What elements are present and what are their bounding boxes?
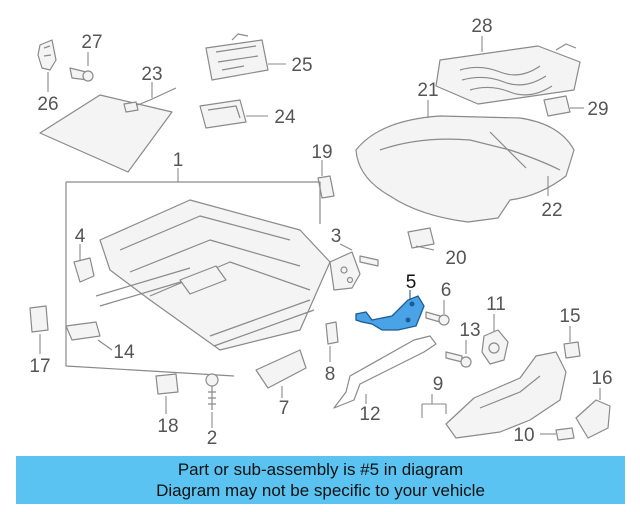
callout-1: 1 (173, 150, 184, 171)
part-21-cushion (355, 115, 575, 223)
callout-13: 13 (459, 320, 480, 341)
callout-15: 15 (559, 306, 580, 327)
info-banner: Part or sub-assembly is #5 in diagram Di… (16, 456, 625, 504)
part-2-bolt (205, 373, 219, 410)
part-15-clip (563, 341, 581, 359)
part-16-knob (575, 399, 611, 439)
callout-9: 9 (433, 374, 444, 395)
callout-16: 16 (591, 368, 612, 389)
callout-26: 26 (37, 94, 58, 115)
callout-29: 29 (587, 99, 608, 120)
callout-7: 7 (279, 398, 290, 419)
callout-23: 23 (141, 64, 162, 85)
part-27-bolt (69, 67, 94, 82)
callout-27: 27 (81, 32, 102, 53)
part-24-module (199, 99, 247, 129)
part-18-clip (155, 373, 179, 395)
part-6-bolt (425, 311, 450, 326)
part-26-bracket (37, 39, 57, 71)
callout-2: 2 (207, 428, 218, 449)
callout-22: 22 (541, 200, 562, 221)
callout-4: 4 (75, 226, 86, 247)
part-10-screw (555, 427, 575, 441)
part-28-heater-mat (435, 43, 581, 105)
part-17-clip (29, 305, 49, 333)
callout-5-highlighted: 5 (406, 272, 417, 293)
part-12-rod (333, 335, 437, 409)
part-8-clip (325, 321, 339, 345)
part-5-bracket (355, 295, 425, 331)
part-19-clip (317, 175, 335, 199)
part-11-disc (481, 329, 509, 365)
part-7-trim (255, 349, 307, 389)
part-23-pad (39, 87, 177, 173)
parts-diagram: 1 2 3 4 5 6 7 8 9 10 11 12 13 14 15 16 1… (29, 16, 613, 449)
callout-18: 18 (157, 416, 178, 437)
part-20-block (407, 227, 435, 249)
part-1-frame-group (65, 181, 331, 377)
part-4-bracket (73, 257, 95, 283)
callout-14: 14 (113, 342, 135, 363)
callout-11: 11 (486, 294, 506, 315)
part-13-bolt (445, 351, 472, 368)
callout-20: 20 (445, 248, 466, 269)
callout-28: 28 (471, 16, 492, 37)
part-29-connector (543, 95, 571, 117)
banner-line-disclaimer: Diagram may not be specific to your vehi… (156, 481, 485, 500)
callout-8: 8 (325, 364, 336, 385)
part-9-side-shield (445, 351, 567, 439)
callout-6: 6 (441, 280, 452, 301)
callout-10: 10 (513, 425, 534, 446)
callout-24: 24 (274, 107, 296, 128)
banner-line-part: Part or sub-assembly is #5 in diagram (177, 460, 464, 479)
callout-25: 25 (291, 55, 312, 76)
part-14-cover (65, 321, 101, 341)
part-3-bracket (329, 251, 379, 291)
callout-19: 19 (311, 142, 332, 163)
callout-17: 17 (29, 356, 50, 377)
part-25-module (205, 33, 269, 81)
callout-3: 3 (331, 226, 342, 247)
callout-21: 21 (417, 80, 438, 101)
callout-12: 12 (359, 404, 380, 425)
